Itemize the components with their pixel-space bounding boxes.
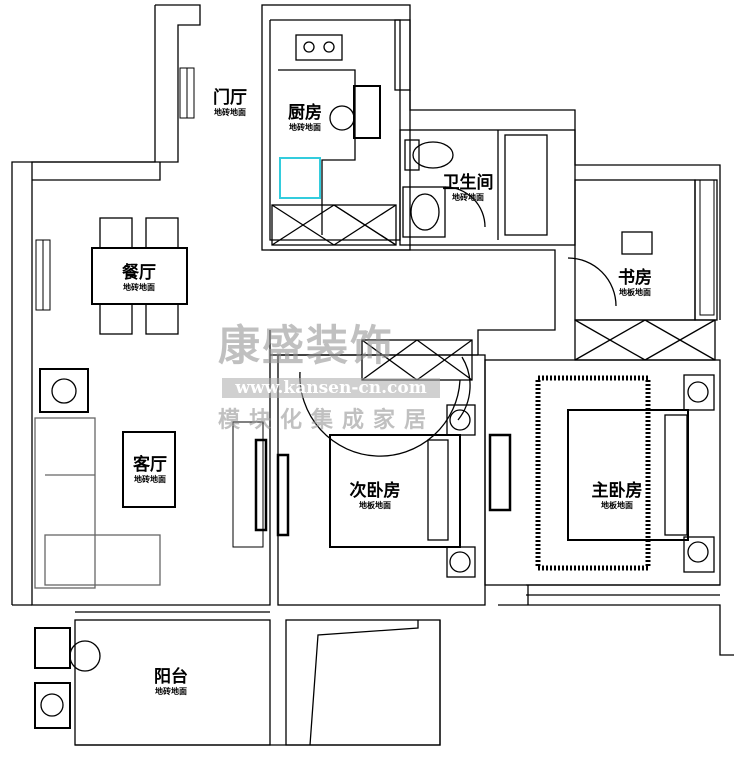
room-label-foyer: 门厅地砖地面 (213, 88, 247, 117)
watermark-brand: 康盛装饰 (218, 321, 395, 370)
dining-table (91, 217, 188, 335)
room-label-kitchen: 厨房地砖地面 (288, 103, 322, 132)
walls (11, 4, 734, 746)
watermark-url: www.kansen-cn.com (222, 378, 440, 398)
sofa (34, 417, 176, 589)
room-label-balcony: 阳台地砖地面 (154, 667, 188, 696)
windows (35, 67, 715, 548)
master-bed (535, 374, 715, 573)
study-fixtures (299, 231, 653, 457)
balcony-fixtures (34, 627, 101, 729)
room-label-dining: 餐厅地砖地面 (122, 263, 156, 292)
plant-pot (39, 368, 89, 413)
room-label-living: 客厅地砖地面 (133, 455, 167, 484)
kitchen-fixtures (278, 34, 381, 235)
room-label-bathroom: 卫生间地砖地面 (442, 173, 494, 202)
room-label-master-bedroom: 主卧房地板地面 (591, 481, 643, 510)
second-bed (329, 404, 476, 578)
bathroom-fixtures (402, 134, 548, 238)
room-label-study: 书房地板地面 (618, 268, 652, 297)
room-label-second-bedroom: 次卧房地板地面 (349, 481, 401, 510)
watermark-slogan: 模块化集成家居 (218, 407, 436, 433)
